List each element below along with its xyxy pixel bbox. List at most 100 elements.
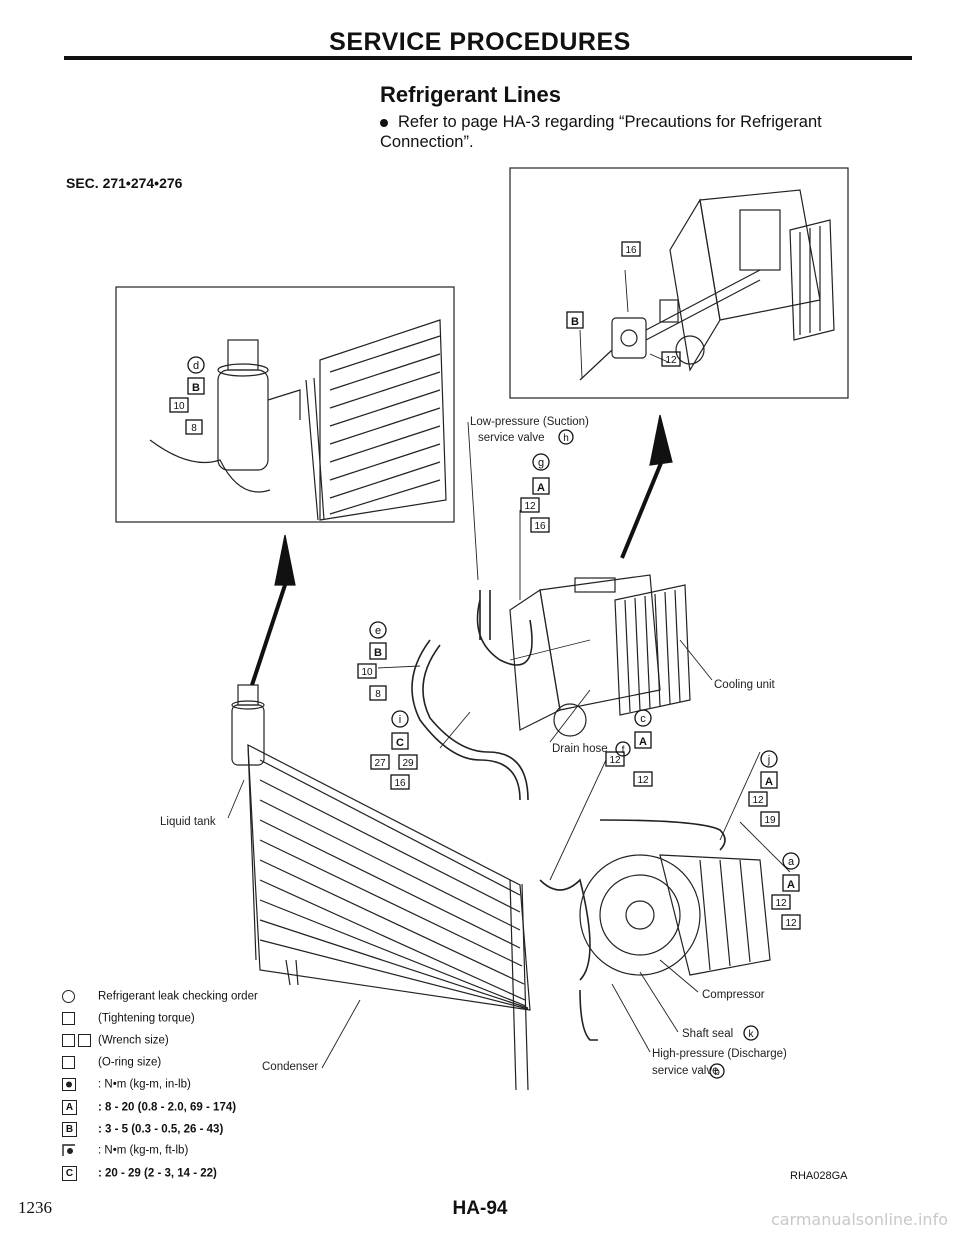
callout-b-high: b: [709, 1063, 725, 1079]
section-code: SEC. 271•274•276: [66, 175, 183, 191]
callout-12-g: 12: [520, 497, 540, 513]
svg-text:12: 12: [775, 898, 787, 909]
square-symbol-icon: [62, 1056, 75, 1069]
legend-row-torque-b: B: 3 - 5 (0.3 - 0.5, 26 - 43): [62, 1122, 223, 1140]
svg-text:12: 12: [637, 775, 649, 786]
component-labels: Low-pressure (Suction) service valve Coo…: [160, 416, 787, 1077]
callout-C-i: C: [391, 732, 409, 750]
callout-A-c: A: [634, 731, 652, 749]
svg-text:h: h: [563, 433, 569, 444]
label-cooling-unit: Cooling unit: [714, 679, 776, 691]
svg-text:A: A: [639, 736, 647, 748]
torque-wrench-icon: [62, 1144, 75, 1156]
svg-text:10: 10: [361, 667, 373, 678]
callout-A-g: A: [532, 477, 550, 495]
svg-text:b: b: [714, 1067, 720, 1078]
svg-text:12: 12: [524, 501, 536, 512]
liquid-tank-inset-frame: [115, 286, 455, 523]
callout-12-inset2: 12: [661, 351, 681, 367]
main-refrigerant-hoses: [411, 590, 726, 1041]
callout-12-c2: 12: [633, 771, 653, 787]
callout-c: c: [634, 709, 652, 727]
svg-text:12: 12: [785, 918, 797, 929]
main-liquid-tank: [231, 684, 265, 766]
callout-10-e: 10: [357, 663, 377, 679]
boxed-letter-c-icon: C: [62, 1166, 77, 1181]
svg-text:e: e: [375, 625, 381, 637]
section-title: Refrigerant Lines: [380, 82, 561, 107]
inset-cooling-unit: [579, 189, 835, 381]
circle-symbol-icon: [62, 990, 75, 1003]
cooling-unit-inset-frame: [509, 167, 849, 399]
svg-text:10: 10: [173, 401, 185, 412]
svg-text:g: g: [538, 457, 544, 469]
callout-a: a: [782, 852, 800, 870]
bullet-text: Refer to page HA-3 regarding “Precaution…: [380, 113, 822, 151]
legend-row-oring: (O-ring size): [62, 1056, 161, 1074]
svg-text:B: B: [192, 382, 200, 394]
label-low-pressure: Low-pressure (Suction): [470, 416, 589, 428]
label-condenser: Condenser: [262, 1061, 318, 1073]
callout-A-a: A: [782, 874, 800, 892]
bullet-icon: [380, 118, 388, 127]
svg-text:19: 19: [764, 815, 776, 826]
label-high-pressure-valve: service valve: [652, 1065, 718, 1077]
legend-row-nm-ftlb: : N•m (kg-m, ft-lb): [62, 1144, 188, 1162]
label-high-pressure: High-pressure (Discharge): [652, 1048, 787, 1060]
svg-text:12: 12: [752, 795, 764, 806]
callout-12-j: 12: [748, 791, 768, 807]
svg-text:B: B: [571, 316, 579, 328]
callout-B-inset2: B: [566, 311, 584, 329]
callout-e: e: [369, 621, 387, 639]
main-cooling-unit: [509, 574, 691, 737]
page-label: HA-94: [452, 1198, 508, 1219]
callout-h-low: h: [558, 429, 574, 445]
torque-wrench-icon: [62, 1078, 76, 1091]
square-symbol-icon: [78, 1034, 92, 1047]
square-symbol-icon: [62, 1034, 75, 1047]
svg-text:j: j: [767, 754, 770, 766]
callout-f-drain: f: [615, 741, 631, 757]
page-number: 1236: [18, 1198, 52, 1217]
svg-text:29: 29: [402, 758, 414, 769]
callout-k-shaft: k: [743, 1025, 759, 1041]
pointer-arrows: [250, 414, 673, 686]
svg-text:A: A: [787, 879, 795, 891]
svg-text:8: 8: [375, 689, 381, 700]
callout-markers: d B 10 8 16 B 12 h: [169, 241, 801, 1079]
svg-text:16: 16: [534, 521, 546, 532]
svg-text:16: 16: [625, 245, 637, 256]
callout-j: j: [760, 750, 778, 768]
label-compressor: Compressor: [702, 989, 765, 1001]
legend-row-leak-order: Refrigerant leak checking order: [62, 990, 258, 1008]
boxed-letter-b-icon: B: [62, 1122, 77, 1137]
callout-16-i: 16: [390, 774, 410, 790]
callout-i: i: [391, 710, 409, 728]
callout-29: 29: [398, 754, 418, 770]
svg-text:16: 16: [394, 778, 406, 789]
svg-text:B: B: [374, 647, 382, 659]
bullet-note: Refer to page HA-3 regarding “Precaution…: [380, 112, 880, 152]
svg-text:a: a: [788, 856, 795, 868]
label-shaft-seal: Shaft seal: [682, 1028, 733, 1040]
inset-liquid-tank: [149, 339, 325, 521]
svg-text:A: A: [537, 482, 545, 494]
svg-text:12: 12: [609, 755, 621, 766]
label-liquid-tank: Liquid tank: [160, 816, 216, 828]
boxed-letter-a-icon: A: [62, 1100, 77, 1115]
square-symbol-icon: [62, 1012, 75, 1025]
callout-16-g: 16: [530, 517, 550, 533]
callout-12-a1: 12: [771, 894, 791, 910]
svg-text:k: k: [749, 1029, 755, 1040]
svg-text:12: 12: [665, 355, 677, 366]
svg-text:27: 27: [374, 758, 386, 769]
main-compressor: [579, 854, 771, 976]
svg-text:i: i: [399, 714, 401, 726]
callout-d-inset: d: [187, 356, 205, 374]
callout-8-e: 8: [369, 685, 387, 701]
callout-g: g: [532, 453, 550, 471]
label-low-pressure-valve: service valve: [478, 432, 544, 444]
svg-text:A: A: [765, 776, 773, 788]
legend-row-torque-c: C: 20 - 29 (2 - 3, 14 - 22): [62, 1166, 217, 1184]
svg-text:C: C: [396, 737, 404, 749]
